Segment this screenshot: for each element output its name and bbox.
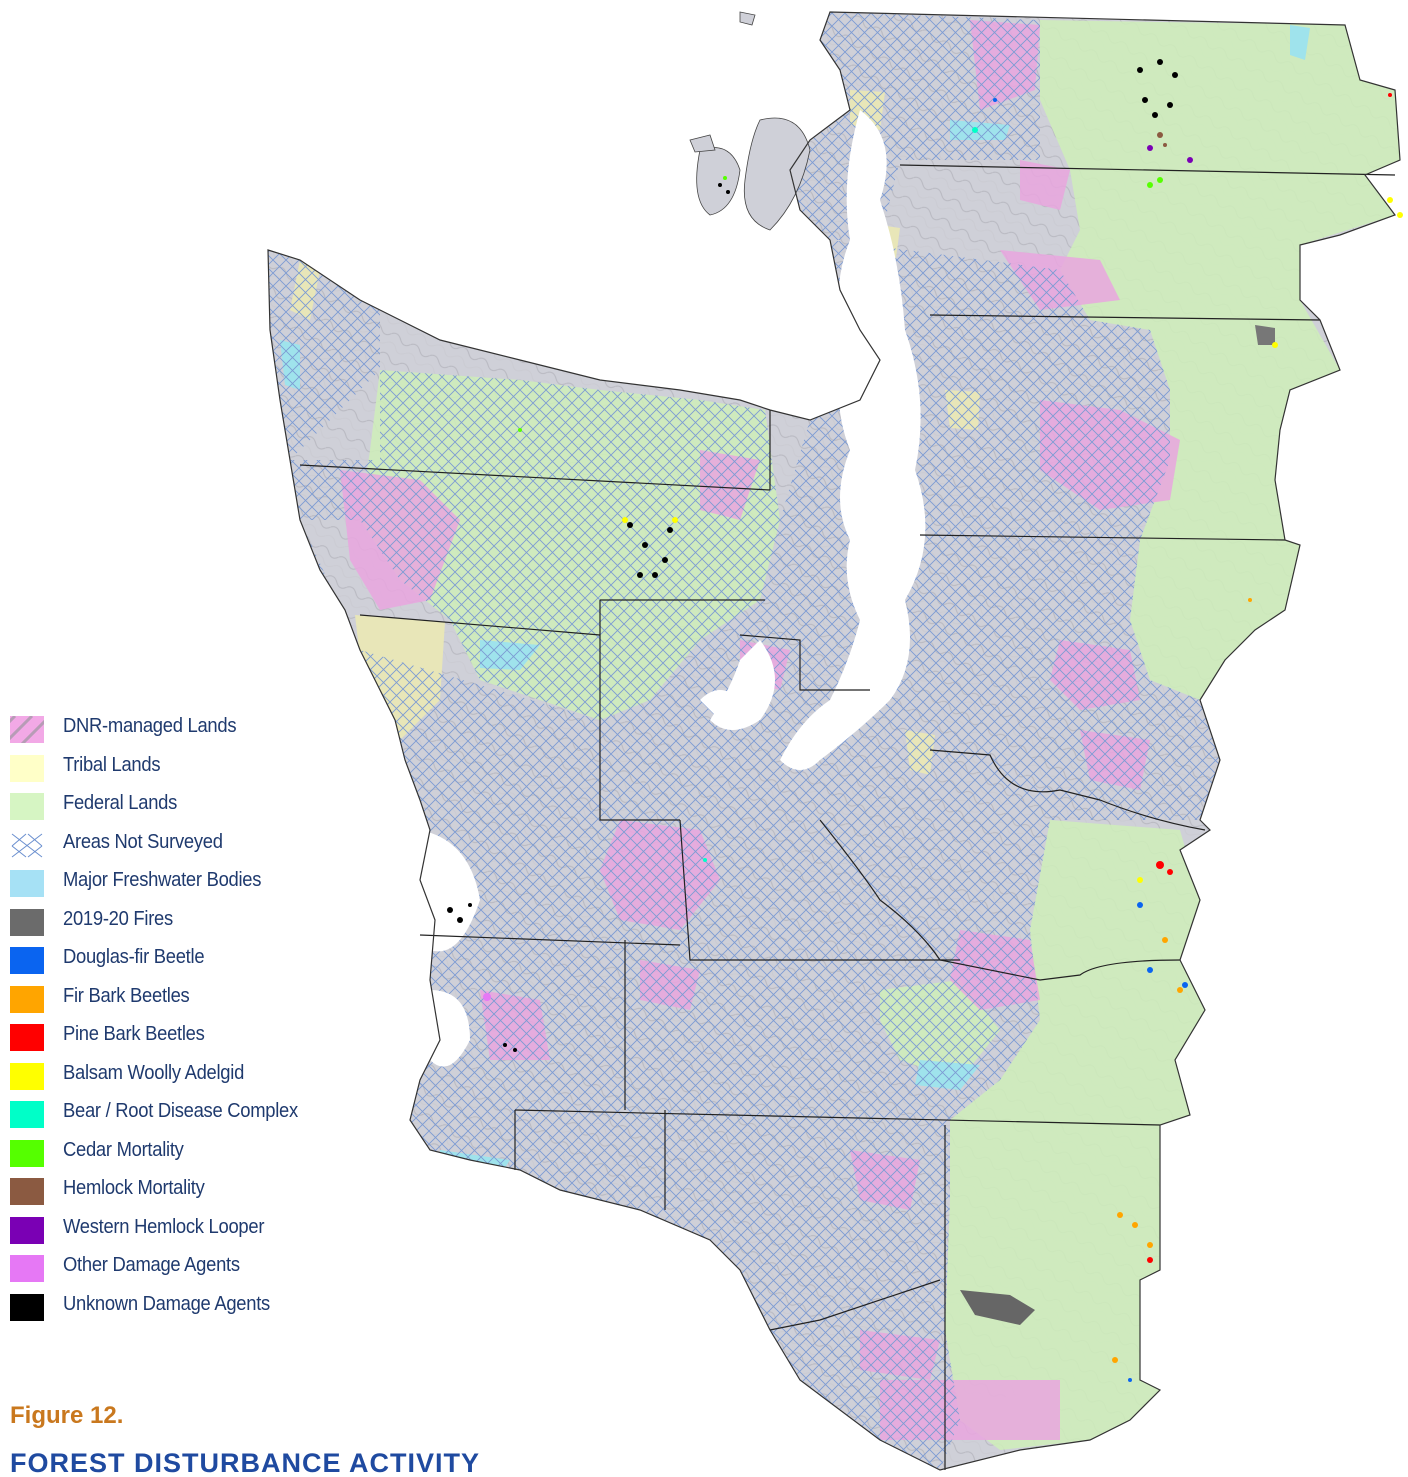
bear-root-swatch-icon	[10, 1101, 44, 1128]
freshwater-swatch-icon	[10, 870, 44, 897]
legend-label: Other Damage Agents	[63, 1254, 240, 1276]
unknown-swatch-icon	[10, 1293, 44, 1321]
legend-label: Douglas-fir Beetle	[63, 946, 205, 968]
dnr-hatch-swatch-icon	[10, 716, 44, 743]
other-swatch-icon	[10, 1255, 44, 1282]
legend-label: 2019-20 Fires	[63, 907, 173, 930]
legend-label: Hemlock Mortality	[63, 1177, 205, 1199]
legend-item-dnr-managed-lands: DNR-managed Lands	[10, 712, 330, 746]
figure-label: Figure 12.	[10, 1402, 124, 1429]
legend-label: Fir Bark Beetles	[63, 984, 190, 1007]
legend-item-tribal-lands: Tribal Lands	[10, 751, 330, 785]
crosshatch-swatch-icon	[11, 833, 43, 857]
legend-item-balsam-woolly-adelgid: Balsam Woolly Adelgid	[10, 1059, 330, 1093]
legend-label: Unknown Damage Agents	[63, 1292, 270, 1315]
legend-item-2019-20-fires: 2019-20 Fires	[10, 905, 330, 939]
legend-label: Pine Bark Beetles	[63, 1023, 205, 1045]
looper-swatch-icon	[10, 1216, 44, 1244]
legend-label: Western Hemlock Looper	[63, 1215, 265, 1238]
legend-label: DNR-managed Lands	[63, 715, 237, 737]
legend-item-unknown-damage-agents: Unknown Damage Agents	[10, 1290, 330, 1324]
tribal-swatch-icon	[10, 754, 44, 782]
federal-swatch-icon	[10, 793, 44, 820]
legend-item-hemlock-mortality: Hemlock Mortality	[10, 1174, 330, 1208]
balsam-swatch-icon	[10, 1062, 44, 1090]
hemlock-swatch-icon	[10, 1178, 44, 1205]
legend-label: Bear / Root Disease Complex	[63, 1100, 298, 1122]
legend-item-bear-root-disease: Bear / Root Disease Complex	[10, 1097, 330, 1131]
pine-bark-swatch-icon	[10, 1024, 44, 1051]
legend-label: Balsam Woolly Adelgid	[63, 1061, 245, 1084]
cedar-swatch-icon	[10, 1139, 44, 1167]
legend-item-major-freshwater-bodies: Major Freshwater Bodies	[10, 866, 330, 900]
fir-bark-swatch-icon	[10, 985, 44, 1013]
legend-label: Tribal Lands	[63, 753, 161, 776]
legend-item-fir-bark-beetles: Fir Bark Beetles	[10, 982, 330, 1016]
legend-item-cedar-mortality: Cedar Mortality	[10, 1136, 330, 1170]
fires-swatch-icon	[10, 908, 44, 936]
legend-label: Federal Lands	[63, 792, 178, 814]
legend-label: Cedar Mortality	[63, 1138, 184, 1161]
legend-label: Areas Not Surveyed	[63, 830, 223, 853]
legend-item-western-hemlock-looper: Western Hemlock Looper	[10, 1213, 330, 1247]
legend-item-federal-lands: Federal Lands	[10, 789, 330, 823]
legend-label: Major Freshwater Bodies	[63, 869, 262, 891]
douglas-fir-swatch-icon	[10, 947, 44, 974]
legend-item-douglas-fir-beetle: Douglas-fir Beetle	[10, 943, 330, 977]
legend-item-other-damage-agents: Other Damage Agents	[10, 1251, 330, 1285]
legend-item-pine-bark-beetles: Pine Bark Beetles	[10, 1020, 330, 1054]
figure-title: FOREST DISTURBANCE ACTIVITY	[10, 1448, 481, 1477]
legend-item-areas-not-surveyed: Areas Not Surveyed	[10, 828, 330, 862]
